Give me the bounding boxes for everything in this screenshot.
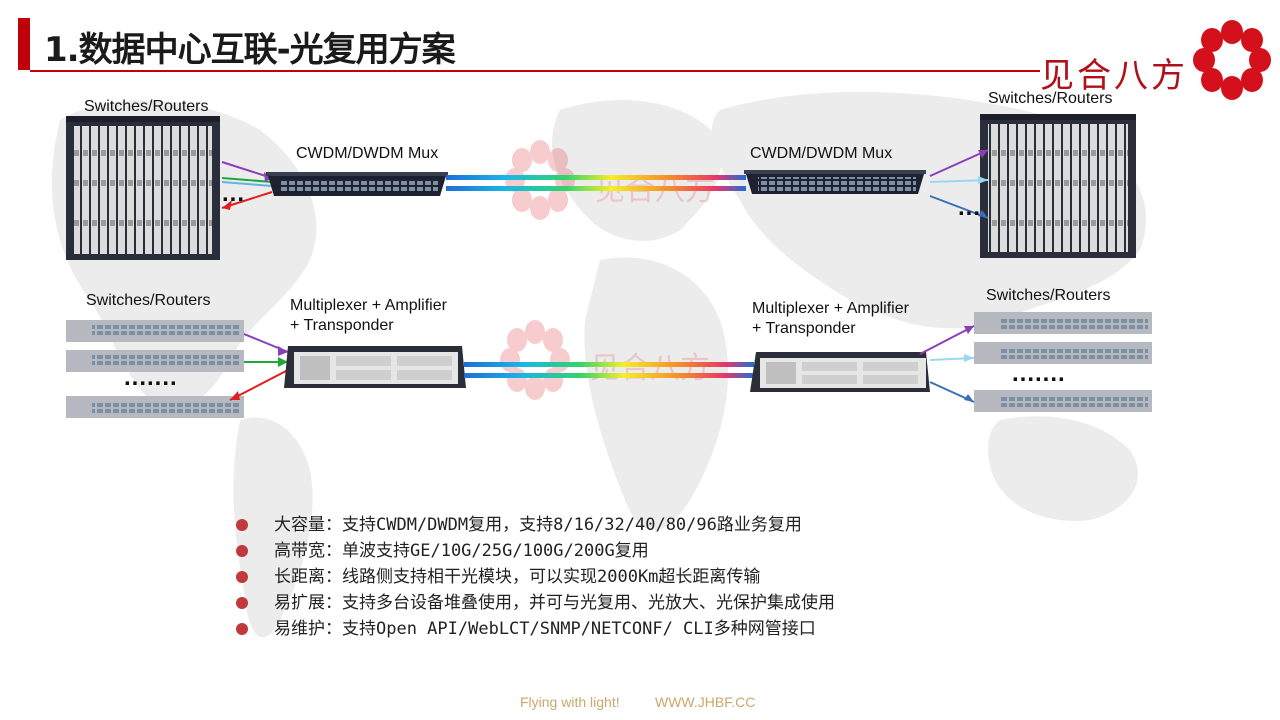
- chassis-router-icon: [980, 114, 1136, 258]
- trunk-fiber-top-1: [446, 175, 746, 180]
- watermark-flower-top: [505, 140, 575, 220]
- transponder-icon: [284, 346, 466, 388]
- bullet-icon: [236, 623, 248, 635]
- footer-slogan: Flying with light!: [520, 694, 620, 710]
- network-diagram: 见合八方 见合八方: [66, 114, 1152, 418]
- logo-text: 见合八方: [1040, 56, 1188, 96]
- bullet-icon: [236, 519, 248, 531]
- list-item: 易维护：支持Open API/WebLCT/SNMP/NETCONF/ CLI多…: [236, 616, 835, 642]
- chassis-router-icon: [66, 116, 220, 260]
- page-title: 1.数据中心互联-光复用方案: [44, 30, 456, 70]
- bottom-left-mux-label-1: Multiplexer + Amplifier: [290, 297, 447, 314]
- top-right-device-label: Switches/Routers: [988, 90, 1113, 107]
- title-divider: [30, 70, 1040, 72]
- trunk-fiber-top-2: [446, 186, 746, 191]
- list-item: 高带宽：单波支持GE/10G/25G/100G/200G复用: [236, 538, 835, 564]
- bullet-icon: [236, 571, 248, 583]
- trunk-fiber-bottom-1: [464, 362, 754, 367]
- switch-icon: [974, 312, 1152, 334]
- bottom-right-mux-label-2: + Transponder: [752, 320, 856, 337]
- flower-logo-icon: [1193, 20, 1271, 100]
- feature-list: 大容量：支持CWDM/DWDM复用，支持8/16/32/40/80/96路业务复…: [236, 512, 835, 642]
- mux-icon: [744, 170, 926, 194]
- top-left-device-label: Switches/Routers: [84, 98, 209, 115]
- top-left-ellipsis: ...: [222, 180, 246, 207]
- bottom-left-ellipsis: .......: [124, 364, 178, 391]
- watermark-flower-bottom: [500, 320, 570, 400]
- bottom-left-mux-label-2: + Transponder: [290, 317, 394, 334]
- top-right-mux-label: CWDM/DWDM Mux: [750, 145, 893, 162]
- footer-url: WWW.JHBF.CC: [655, 694, 756, 710]
- top-left-mux-label: CWDM/DWDM Mux: [296, 145, 439, 162]
- switch-icon: [66, 396, 244, 418]
- list-item: 易扩展：支持多台设备堆叠使用，并可与光复用、光放大、光保护集成使用: [236, 590, 835, 616]
- list-item: 大容量：支持CWDM/DWDM复用，支持8/16/32/40/80/96路业务复…: [236, 512, 835, 538]
- list-item: 长距离：线路侧支持相干光模块，可以实现2000Km超长距离传输: [236, 564, 835, 590]
- bullet-icon: [236, 545, 248, 557]
- title-accent-bar: [18, 18, 30, 70]
- top-right-ellipsis: ...: [958, 194, 982, 221]
- switch-icon: [66, 350, 244, 372]
- watermark-text-bottom: 见合八方: [590, 351, 710, 386]
- bottom-right-ellipsis: .......: [1012, 360, 1066, 387]
- bullet-icon: [236, 597, 248, 609]
- bottom-right-mux-label-1: Multiplexer + Amplifier: [752, 300, 909, 317]
- transponder-icon: [750, 352, 930, 392]
- bottom-left-device-label: Switches/Routers: [86, 292, 211, 309]
- bottom-right-device-label: Switches/Routers: [986, 287, 1111, 304]
- switch-icon: [974, 390, 1152, 412]
- trunk-fiber-bottom-2: [464, 373, 754, 378]
- mux-icon: [266, 172, 448, 196]
- switch-icon: [66, 320, 244, 342]
- switch-icon: [974, 342, 1152, 364]
